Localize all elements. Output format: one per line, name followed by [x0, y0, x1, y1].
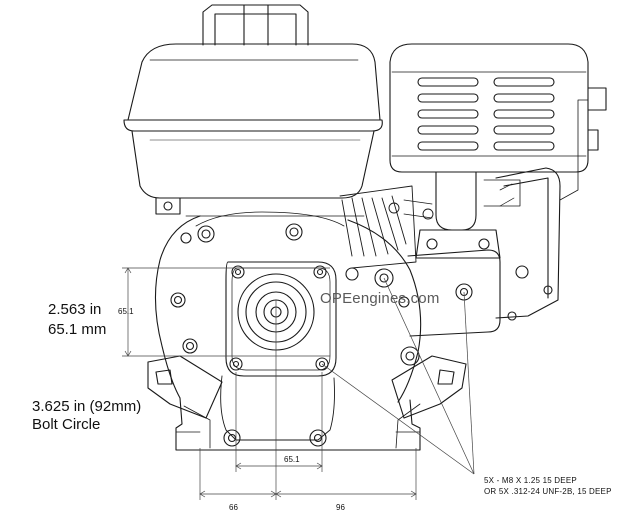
bolt-circle-label: Bolt Circle	[32, 416, 101, 433]
bolt-circle-size: 3.625 in (92mm)	[32, 398, 142, 415]
dimension-vertical	[122, 267, 330, 357]
pilot-dimension-inches: 2.563 in	[48, 301, 102, 318]
dimension-horizontal	[235, 372, 323, 472]
left-foot-tab	[147, 355, 223, 449]
leader-lines	[321, 277, 475, 475]
air-cleaner	[389, 43, 607, 201]
crankcase	[154, 211, 422, 403]
pilot-dimension-mm: 65.1 mm	[48, 321, 107, 338]
watermark-text: OPEengines.com	[320, 290, 440, 307]
fuel-tank	[123, 43, 383, 215]
dim-label-horizontal: 65.1	[284, 455, 300, 464]
dimension-bottom	[199, 300, 417, 500]
thread-note-line2: OR 5X .312-24 UNF-2B, 15 DEEP	[484, 487, 612, 496]
side-bracket	[407, 249, 517, 337]
thread-note-line1: 5X - M8 X 1.25 15 DEEP	[484, 476, 577, 485]
mounting-flange	[225, 261, 337, 377]
carburetor	[403, 171, 521, 259]
dim-label-96: 96	[336, 503, 345, 512]
fuel-cap-outline	[202, 4, 309, 46]
dim-label-66: 66	[229, 503, 238, 512]
engine-base	[175, 375, 421, 451]
side-housing	[495, 167, 561, 319]
cylinder-fins	[339, 185, 434, 269]
right-foot-tab	[391, 355, 467, 449]
dim-label-vertical: 65.1	[118, 307, 134, 316]
